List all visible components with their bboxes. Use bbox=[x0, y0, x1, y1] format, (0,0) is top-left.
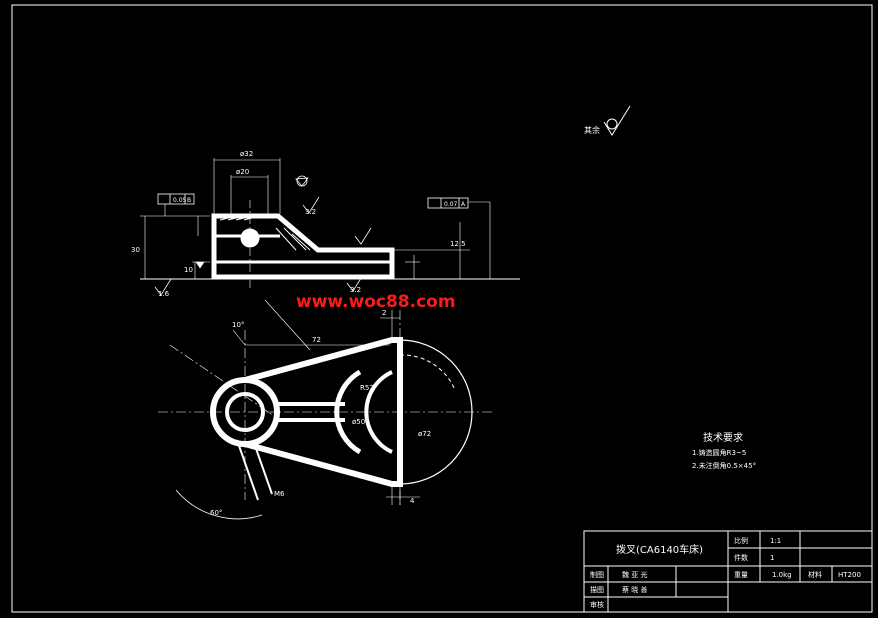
scale-label: 比例 bbox=[734, 536, 748, 545]
scale-value: 1:1 bbox=[770, 537, 781, 545]
roughness-12-5: 12.5 bbox=[450, 240, 466, 248]
drawing-frame bbox=[11, 4, 873, 613]
design-name: 蔡 晓 善 bbox=[622, 585, 647, 594]
check-label: 审核 bbox=[590, 600, 604, 609]
front-view bbox=[140, 158, 520, 296]
tolerance-datum-a: A bbox=[461, 201, 466, 208]
quantity-label: 件数 bbox=[734, 553, 748, 562]
part-name: 拨叉(CA6140车床) bbox=[616, 543, 703, 556]
title-block bbox=[583, 530, 873, 613]
weight-value: 1.0kg bbox=[772, 571, 792, 579]
dim-r52: R52 bbox=[360, 384, 374, 392]
dim-d72: ø72 bbox=[418, 430, 431, 438]
dim-h10: 10 bbox=[184, 266, 193, 274]
tech-req-item-1: 1.铸造圆角R3~5 bbox=[692, 448, 746, 457]
quantity-value: 1 bbox=[770, 554, 774, 562]
tolerance-datum-b: B bbox=[187, 197, 191, 204]
design-label: 描图 bbox=[590, 585, 604, 594]
dim-two: 2 bbox=[382, 309, 386, 317]
drawn-label: 制图 bbox=[590, 570, 604, 579]
dim-d32: ø32 bbox=[240, 150, 253, 158]
material-value: HT200 bbox=[838, 571, 861, 579]
roughness-3-2-b: 3.2 bbox=[350, 286, 361, 294]
roughness-note bbox=[603, 105, 631, 136]
top-view bbox=[158, 299, 492, 520]
roughness-note-label: 其余 bbox=[584, 125, 600, 135]
dim-angle-10: 10° bbox=[232, 321, 244, 329]
roughness-1-6: 1.6 bbox=[158, 290, 170, 298]
dim-m6: M6 bbox=[274, 490, 285, 498]
dim-d20: ø20 bbox=[236, 168, 249, 176]
watermark-text: www.woc88.com bbox=[296, 292, 456, 312]
tech-req-item-2: 2.未注倒角0.5×45° bbox=[692, 461, 756, 470]
tolerance-flatness-value: 0.05 bbox=[173, 197, 187, 204]
tolerance-perp-value: 0.07 bbox=[444, 201, 458, 208]
dim-d50: ø50 bbox=[352, 418, 365, 426]
dim-angle-60: 60° bbox=[210, 509, 222, 517]
dim-four: 4 bbox=[410, 497, 415, 505]
dim-h30: 30 bbox=[131, 246, 140, 254]
drawn-name: 魏 亚 光 bbox=[622, 570, 647, 579]
material-label: 材料 bbox=[808, 570, 822, 579]
weight-label: 重量 bbox=[734, 571, 748, 579]
roughness-3-2-a: 3.2 bbox=[305, 208, 316, 216]
tech-req-title: 技术要求 bbox=[703, 431, 743, 444]
dim-r72: 72 bbox=[312, 336, 321, 344]
